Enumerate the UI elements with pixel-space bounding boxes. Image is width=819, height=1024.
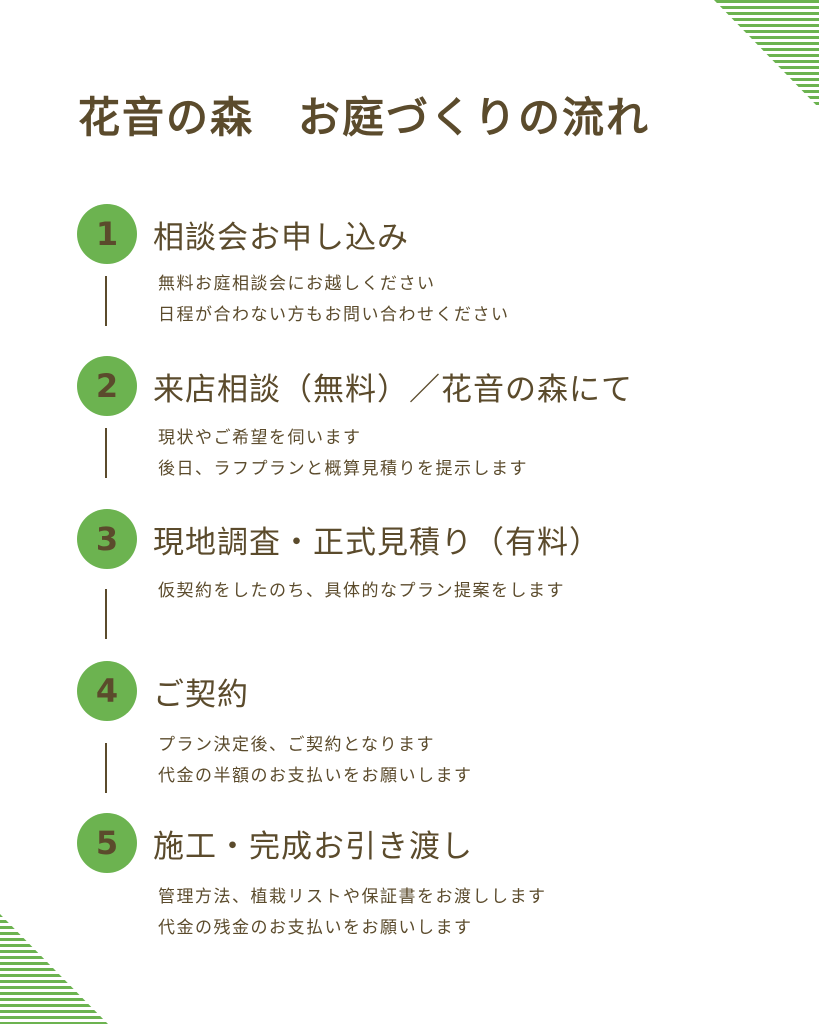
step-title: 来店相談（無料）／花音の森にて	[153, 372, 633, 408]
connector-line	[105, 743, 107, 793]
connector-line	[105, 276, 107, 326]
step-title: ご契約	[153, 677, 249, 713]
step-description: プラン決定後、ご契約となります 代金の半額のお支払いをお願いします	[158, 730, 473, 792]
description-line: 仮契約をしたのち、具体的なプラン提案をします	[158, 581, 565, 601]
step-title: 相談会お申し込み	[153, 220, 409, 256]
step-title: 現地調査・正式見積り（有料）	[153, 525, 601, 561]
connector-line	[105, 589, 107, 639]
corner-stripes-decoration	[0, 914, 108, 1024]
step-description: 仮契約をしたのち、具体的なプラン提案をします	[158, 576, 565, 607]
step-description: 現状やご希望を伺います 後日、ラフプランと概算見積りを提示します	[158, 423, 528, 485]
description-line: 代金の残金のお支払いをお願いします	[158, 918, 473, 938]
description-line: 管理方法、植栽リストや保証書をお渡しします	[158, 887, 547, 907]
step-number-badge: 4	[77, 661, 137, 721]
description-line: プラン決定後、ご契約となります	[158, 735, 435, 755]
step-number-badge: 2	[77, 356, 137, 416]
step-description: 管理方法、植栽リストや保証書をお渡しします 代金の残金のお支払いをお願いします	[158, 882, 547, 944]
connector-line	[105, 428, 107, 478]
step-description: 無料お庭相談会にお越しください 日程が合わない方もお問い合わせください	[158, 269, 510, 331]
description-line: 現状やご希望を伺います	[158, 428, 362, 448]
description-line: 日程が合わない方もお問い合わせください	[158, 305, 510, 325]
page-title: 花音の森 お庭づくりの流れ	[78, 93, 651, 142]
corner-stripes-decoration	[714, 0, 819, 108]
step-number-badge: 5	[77, 813, 137, 873]
step-title: 施工・完成お引き渡し	[153, 829, 473, 865]
description-line: 無料お庭相談会にお越しください	[158, 274, 436, 294]
description-line: 代金の半額のお支払いをお願いします	[158, 766, 473, 786]
step-number-badge: 1	[77, 204, 137, 264]
step-number-badge: 3	[77, 509, 137, 569]
description-line: 後日、ラフプランと概算見積りを提示します	[158, 459, 528, 479]
